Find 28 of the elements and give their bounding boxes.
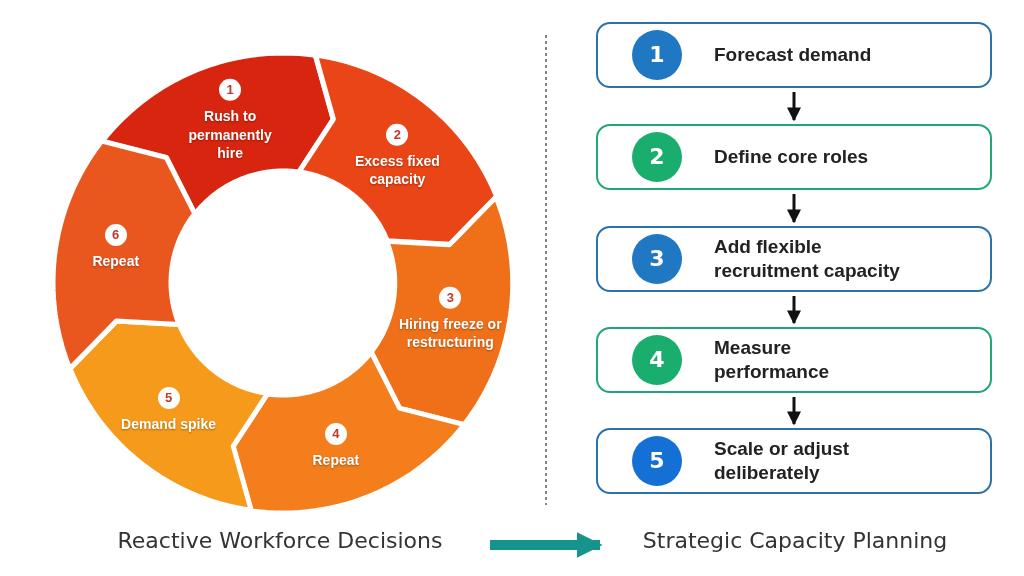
arrow — [787, 194, 801, 224]
step-number: 4 — [632, 335, 682, 385]
step-label: Repeat — [311, 450, 361, 469]
arrow — [787, 397, 801, 426]
step-box — [596, 327, 992, 393]
arrow — [787, 92, 801, 122]
step-label: Forecast demand — [714, 43, 873, 67]
step-label: Rush to permanently hire — [187, 107, 273, 162]
step-number: 5 — [632, 436, 682, 486]
step-box — [596, 124, 992, 190]
step-box — [596, 22, 992, 88]
step-label: Scale or adjust deliberately — [714, 437, 851, 485]
section-heading: Strategic Capacity Planning — [641, 528, 949, 553]
step-label: Define core roles — [714, 145, 870, 169]
step-label: Hiring freeze or restructuring — [397, 314, 503, 351]
arrow — [787, 296, 801, 325]
step-label: Measure performance — [714, 336, 831, 384]
step-label: Add flexible recruitment capacity — [714, 235, 900, 283]
step-number: 3 — [632, 234, 682, 284]
step-box — [596, 428, 992, 494]
step-label: Excess fixed capacity — [354, 151, 441, 189]
arrow — [490, 532, 603, 558]
step-label: Demand spike — [120, 414, 218, 434]
step-label: Repeat — [91, 252, 141, 271]
step-box — [596, 226, 992, 292]
step-number: 1 — [632, 30, 682, 80]
section-heading: Reactive Workforce Decisions — [116, 528, 444, 553]
step-number: 2 — [632, 132, 682, 182]
